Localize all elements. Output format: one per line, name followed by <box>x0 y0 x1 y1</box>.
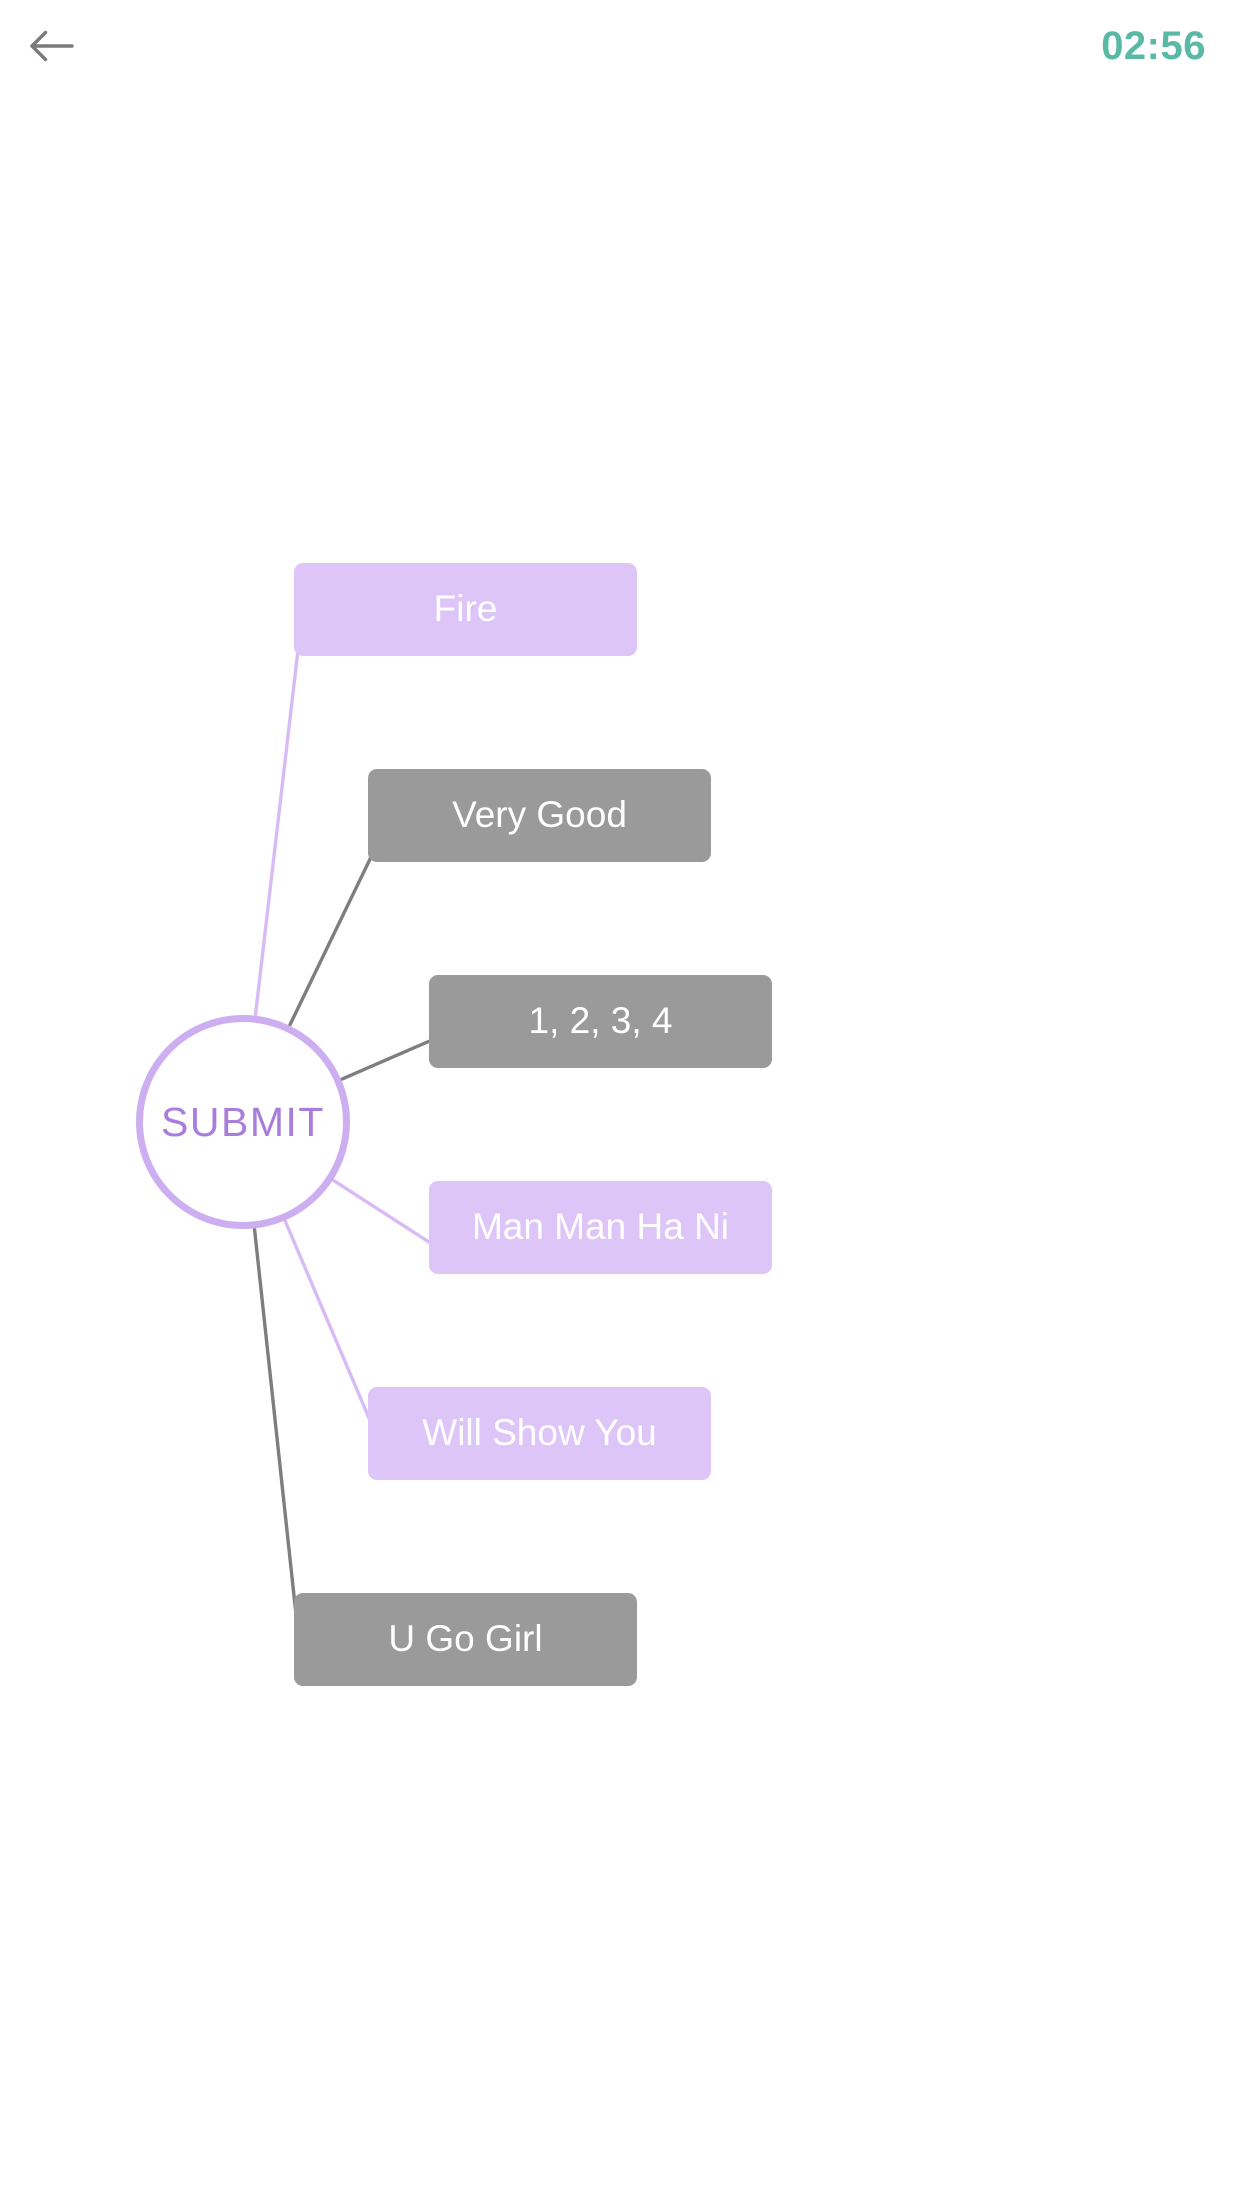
submit-node[interactable]: SUBMIT <box>136 1015 350 1229</box>
option-card-label: Man Man Ha Ni <box>471 1206 730 1248</box>
connector-line <box>332 1178 434 1246</box>
back-button[interactable] <box>14 8 90 84</box>
connector-line <box>253 648 300 1017</box>
option-card[interactable]: Will Show You <box>368 1387 711 1480</box>
option-card[interactable]: Fire <box>294 563 637 656</box>
option-card[interactable]: U Go Girl <box>294 1593 637 1686</box>
arrow-left-icon <box>29 26 75 66</box>
app-header: 02:56 <box>0 0 1242 92</box>
option-card[interactable]: Man Man Ha Ni <box>429 1181 772 1274</box>
option-card[interactable]: Very Good <box>368 769 711 862</box>
option-card-label: Fire <box>433 588 498 630</box>
option-card-label: Very Good <box>452 794 627 836</box>
submit-node-label: SUBMIT <box>161 1098 325 1145</box>
connector-line <box>252 1227 300 1635</box>
countdown-timer: 02:56 <box>1101 24 1206 68</box>
option-card[interactable]: 1, 2, 3, 4 <box>429 975 772 1068</box>
option-card-label: U Go Girl <box>388 1618 543 1660</box>
connector-line <box>340 1038 434 1081</box>
option-card-label: Will Show You <box>422 1412 657 1454</box>
option-card-label: 1, 2, 3, 4 <box>528 1000 673 1042</box>
connector-line <box>288 853 374 1027</box>
connector-line <box>283 1219 374 1427</box>
